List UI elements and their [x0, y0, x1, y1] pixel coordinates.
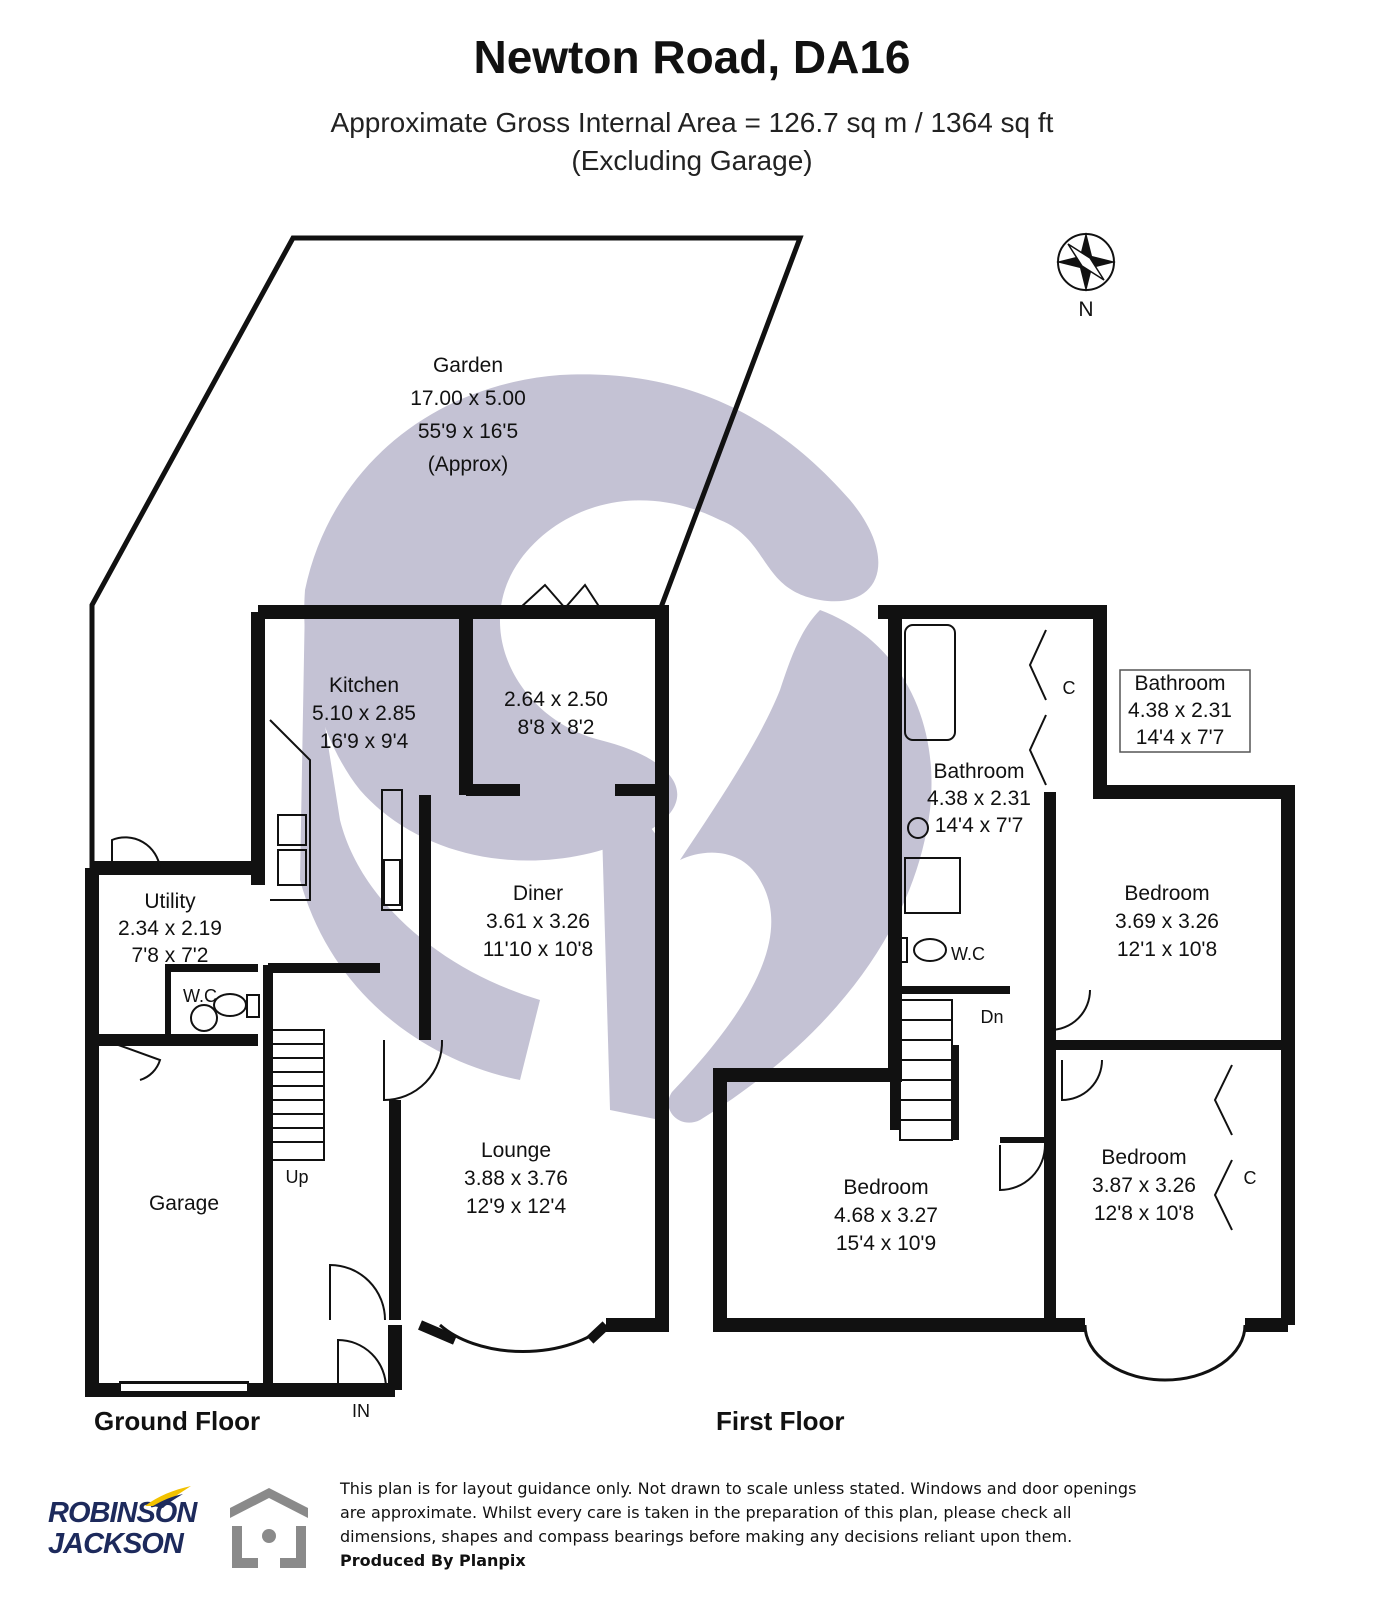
bathroom-metric: 4.38 x 2.31	[927, 787, 1031, 810]
kitchen-name: Kitchen	[329, 674, 399, 697]
plan-title: Newton Road, DA16	[473, 31, 911, 83]
diner-name: Diner	[513, 882, 563, 905]
bedroom1-imperial: 12'1 x 10'8	[1117, 938, 1217, 961]
first-wc-label: W.C	[951, 944, 985, 964]
compass-icon	[1056, 232, 1116, 292]
ground-floor-plan	[85, 235, 804, 1397]
ground-floor-label: Ground Floor	[94, 1406, 261, 1436]
garden-imperial: 55'9 x 16'5	[418, 420, 518, 443]
logo-line-2: JACKSON	[48, 1528, 184, 1560]
bathroom-callout-box	[1119, 669, 1251, 753]
planpix-house-icon	[230, 1488, 308, 1568]
utility-name: Utility	[144, 890, 196, 913]
ground-outer-wall	[85, 605, 669, 1397]
bedroom3-metric: 3.87 x 3.26	[1092, 1174, 1196, 1197]
bedroom2-name: Bedroom	[843, 1176, 928, 1199]
disclaimer-text: This plan is for layout guidance only. N…	[340, 1477, 1190, 1573]
lounge-metric: 3.88 x 3.76	[464, 1167, 568, 1190]
first-floor-plan	[713, 605, 1295, 1382]
bathroom-cupboard-label: C	[1063, 678, 1076, 698]
area-note: (Excluding Garage)	[571, 145, 813, 176]
bathroom-callout-name: Bathroom	[1134, 672, 1225, 695]
disclaimer-line-2: are approximate. Whilst every care is ta…	[340, 1503, 1072, 1522]
kitchen-imperial: 16'9 x 9'4	[320, 730, 409, 753]
bathroom-name: Bathroom	[933, 760, 1024, 783]
room-metric: 2.64 x 2.50	[504, 688, 608, 711]
bedroom3-imperial: 12'8 x 10'8	[1094, 1202, 1194, 1225]
diner-metric: 3.61 x 3.26	[486, 910, 590, 933]
ground-floor-labels: Garden 17.00 x 5.00 55'9 x 16'5 (Approx)…	[118, 354, 608, 1421]
bathroom-callout-imperial: 14'4 x 7'7	[1136, 726, 1225, 749]
garden-metric: 17.00 x 5.00	[410, 387, 526, 410]
utility-metric: 2.34 x 2.19	[118, 917, 222, 940]
ground-wc-label: W.C	[183, 986, 217, 1006]
lounge-name: Lounge	[481, 1139, 551, 1162]
utility-imperial: 7'8 x 7'2	[132, 944, 209, 967]
kitchen-metric: 5.10 x 2.85	[312, 702, 416, 725]
first-outer-wall	[713, 605, 1295, 1332]
area-line: Approximate Gross Internal Area = 126.7 …	[330, 107, 1054, 138]
bathroom-callout-metric: 4.38 x 2.31	[1128, 699, 1232, 722]
bedroom3-name: Bedroom	[1101, 1146, 1186, 1169]
lounge-imperial: 12'9 x 12'4	[466, 1195, 567, 1218]
bedroom-cupboard-label: C	[1244, 1168, 1257, 1188]
bedroom2-imperial: 15'4 x 10'9	[836, 1232, 936, 1255]
robinson-jackson-logo: ROBINSON JACKSON	[48, 1486, 208, 1578]
bedroom1-name: Bedroom	[1124, 882, 1209, 905]
logo-line-1: ROBINSON	[48, 1497, 197, 1529]
entrance-label: IN	[352, 1401, 370, 1421]
compass-label: N	[1078, 298, 1093, 321]
first-floor-label: First Floor	[716, 1406, 845, 1436]
bedroom2-metric: 4.68 x 3.27	[834, 1204, 938, 1227]
garden-boundary	[89, 235, 804, 868]
watermark-logo	[300, 374, 932, 1123]
swift-bird-icon	[145, 1486, 191, 1508]
stairs-up-label: Up	[285, 1167, 308, 1187]
stairs-down-label: Dn	[980, 1007, 1003, 1027]
bedroom1-metric: 3.69 x 3.26	[1115, 910, 1219, 933]
first-floor-labels: Bathroom 4.38 x 2.31 14'4 x 7'7 Bathroom…	[834, 672, 1256, 1255]
garden-name: Garden	[433, 354, 503, 377]
disclaimer-line-1: This plan is for layout guidance only. N…	[340, 1479, 1137, 1498]
disclaimer-line-3: dimensions, shapes and compass bearings …	[340, 1527, 1073, 1546]
produced-by: Produced By Planpix	[340, 1551, 526, 1570]
bathroom-imperial: 14'4 x 7'7	[935, 814, 1024, 837]
garage-name: Garage	[149, 1192, 219, 1215]
diner-imperial: 11'10 x 10'8	[483, 938, 593, 961]
room-imperial: 8'8 x 8'2	[518, 716, 595, 739]
garden-note: (Approx)	[428, 453, 509, 476]
